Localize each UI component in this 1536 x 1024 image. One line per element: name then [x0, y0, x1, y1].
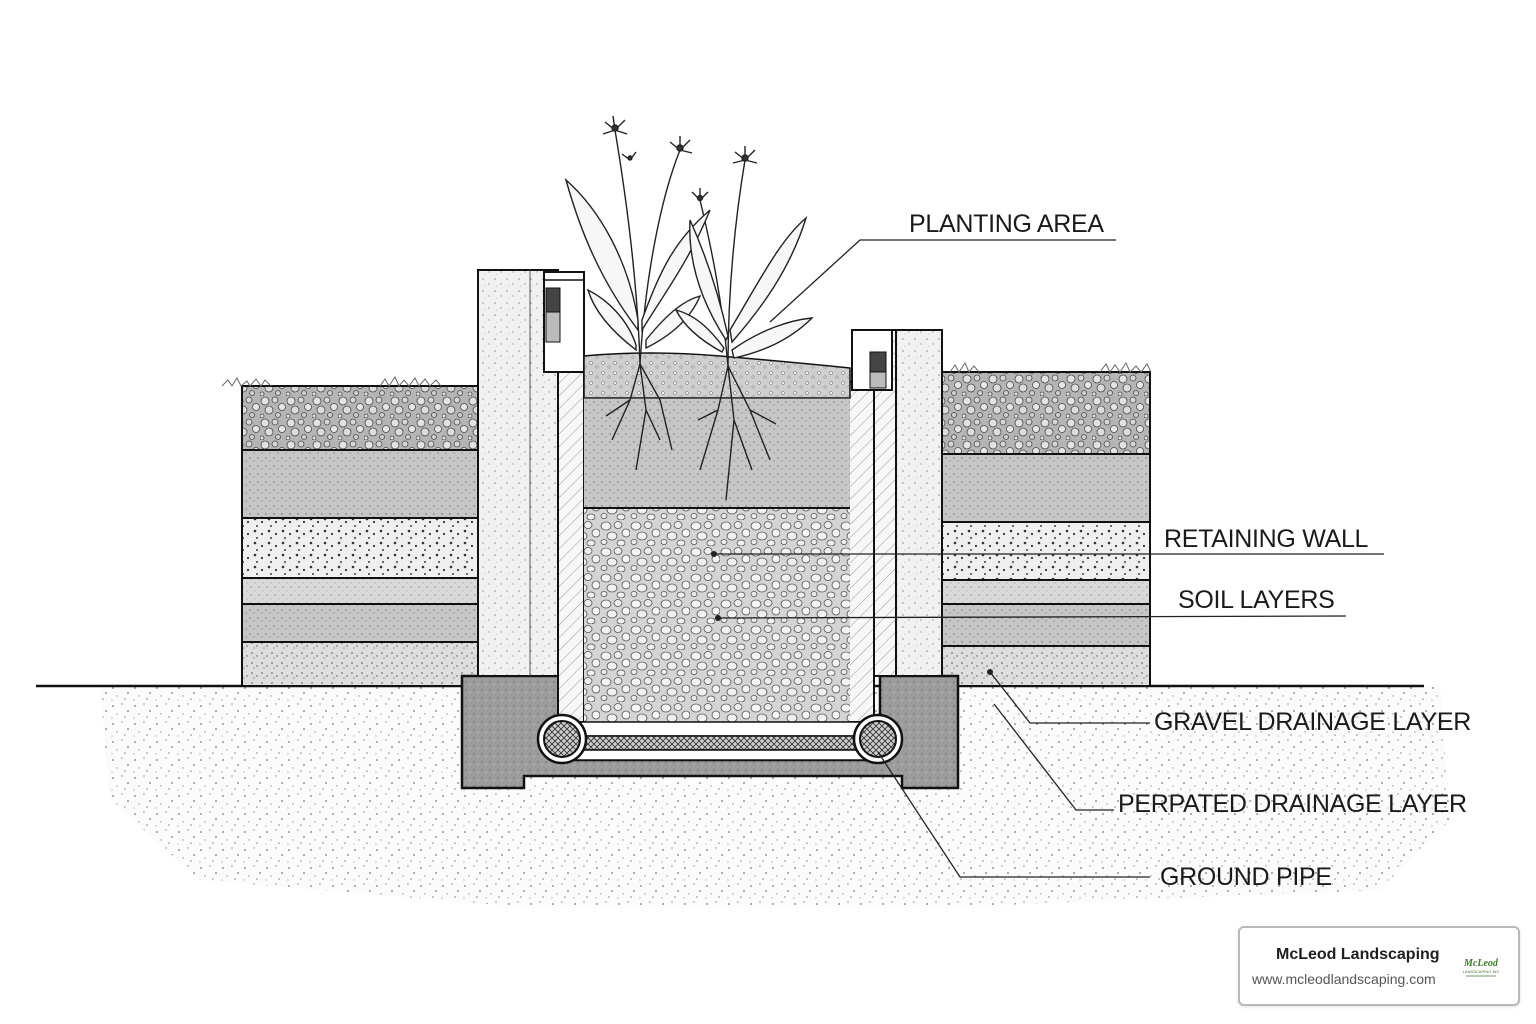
plant-leaves: [564, 177, 814, 359]
brand-card[interactable]: McLeod Landscaping www.mcleodlandscaping…: [1238, 926, 1520, 1006]
right-soil-strata: [941, 361, 1152, 687]
callout-retaining-wall: RETAINING WALL: [711, 525, 1384, 557]
svg-text:LANDSCAPING INC: LANDSCAPING INC: [1463, 969, 1500, 974]
right-drain-pipe: [852, 713, 904, 765]
callout-soil-layers: SOIL LAYERS: [715, 586, 1347, 621]
brand-logo-icon: McLeod LANDSCAPING INC: [1463, 958, 1500, 977]
callout-perpated-drainage-layer: PERPATED DRAINAGE LAYER: [993, 703, 1467, 818]
left-drain-pipe: [536, 713, 588, 765]
label-soil-layers: SOIL LAYERS: [1178, 586, 1335, 614]
label-gravel-drainage-layer: GRAVEL DRAINAGE LAYER: [1154, 708, 1471, 736]
callout-planting-area: PLANTING AREA: [769, 210, 1116, 323]
planting-illustration: [564, 115, 814, 501]
label-planting-area: PLANTING AREA: [909, 210, 1104, 238]
plant-stems: [614, 129, 746, 367]
brand-name: McLeod Landscaping: [1276, 946, 1440, 963]
planter-soil-layers: [583, 352, 851, 722]
right-retaining-wall: [847, 329, 943, 723]
label-retaining-wall: RETAINING WALL: [1164, 525, 1369, 553]
label-ground-pipe: GROUND PIPE: [1160, 863, 1332, 891]
svg-text:McLeod: McLeod: [1463, 958, 1499, 969]
callout-gravel-drainage-layer: GRAVEL DRAINAGE LAYER: [987, 669, 1471, 736]
plant-flowers: [602, 115, 758, 202]
bottom-drainage-mat: [559, 721, 881, 761]
left-soil-strata: [221, 375, 481, 687]
label-perpated-drainage-layer: PERPATED DRAINAGE LAYER: [1118, 790, 1467, 818]
plant-roots: [605, 363, 777, 501]
callout-ground-pipe: GROUND PIPE: [877, 751, 1332, 891]
left-retaining-wall: [477, 269, 585, 723]
brand-url[interactable]: www.mcleodlandscaping.com: [1252, 971, 1436, 987]
